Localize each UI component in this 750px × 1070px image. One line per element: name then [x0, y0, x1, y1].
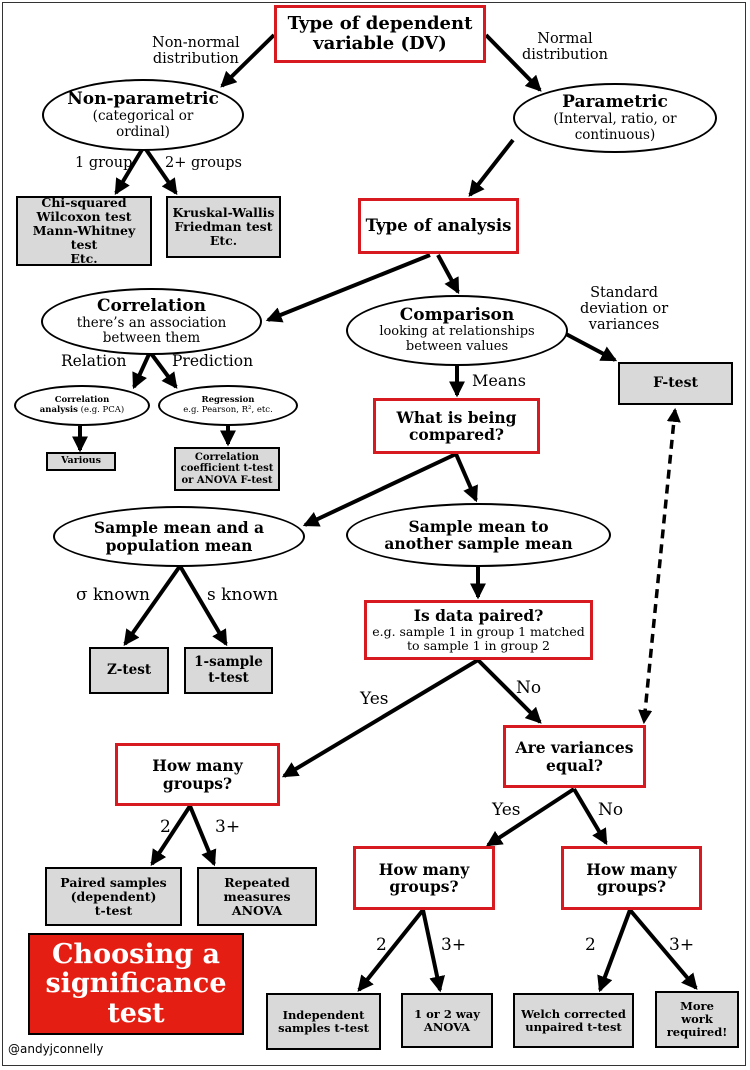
prediction-label: Prediction — [172, 352, 254, 370]
arrow-variances-to-how-many-unequal — [572, 787, 608, 846]
regression-node: Regression e.g. Pearson, R², etc. — [158, 385, 298, 426]
correlation-node: Correlation there’s an association betwe… — [41, 288, 262, 355]
arrow-variances-to-how-many-equal — [485, 787, 576, 847]
root-node: Type of dependent variable (DV) — [274, 5, 486, 63]
relation-label: Relation — [61, 352, 127, 370]
comparison-node: Comparison looking at relationships betw… — [346, 295, 568, 366]
s-known-label: s known — [207, 585, 279, 605]
var-yes-label: Yes — [492, 800, 521, 820]
sigma-known-label: σ known — [76, 585, 150, 605]
ftest-box: F-test — [618, 362, 733, 405]
paired-samples-ttest-box: Paired samples(dependent)t-test — [45, 867, 182, 926]
arrow-what-to-sample-sample — [454, 453, 478, 503]
two-plus-groups-label: 2+ groups — [165, 155, 242, 171]
arrow-paired-to-variances — [476, 658, 542, 724]
paired-three-label: 3+ — [215, 817, 241, 837]
arrow-correlation-to-corr-analysis — [132, 351, 152, 390]
arrow-parametric-to-analysis — [468, 138, 515, 197]
arrow-equal-to-independent — [357, 908, 425, 992]
parametric-sub2: continuous) — [574, 126, 656, 143]
arrow-nonparametric-to-two-groups — [143, 146, 178, 195]
paired-no-label: No — [516, 678, 542, 698]
author-credit: @andyjconnelly — [8, 1042, 104, 1056]
var-no-label: No — [598, 800, 624, 820]
arrow-root-to-parametric — [484, 33, 542, 92]
nonparametric-title: Non-parametric — [67, 89, 219, 110]
arrow-how-many-to-paired-samples — [150, 804, 192, 867]
parametric-node: Parametric (Interval, ratio, or continuo… — [513, 83, 717, 153]
arrow-what-to-sample-pop — [302, 452, 457, 527]
arrow-analysis-to-comparison — [436, 254, 460, 295]
type-of-analysis-node: Type of analysis — [358, 198, 519, 254]
root-line2: variable (DV) — [313, 33, 447, 54]
parametric-sub1: (Interval, ratio, or — [553, 111, 677, 128]
ztest-box: Z-test — [89, 647, 169, 694]
unequal-two-label: 2 — [585, 935, 596, 955]
arrow-sample-pop-to-ztest — [123, 564, 182, 646]
arrow-unequal-to-welch — [597, 909, 632, 993]
is-data-paired-node: Is data paired? e.g. sample 1 in group 1… — [364, 600, 593, 660]
nonparametric-sub2: ordinal) — [116, 123, 170, 140]
arrow-root-to-nonparametric — [220, 33, 276, 88]
arrow-correlation-to-regression — [148, 350, 178, 389]
paired-two-label: 2 — [160, 817, 171, 837]
paired-yes-label: Yes — [360, 689, 389, 709]
arrow-paired-to-how-many — [281, 658, 480, 778]
arrow-ftest-variances-dashed — [638, 407, 681, 725]
arrow-analysis-to-correlation — [265, 253, 431, 323]
root-line1: Type of dependent — [287, 12, 473, 34]
unequal-three-label: 3+ — [669, 935, 695, 955]
arrow-sample-pop-to-one-sample — [178, 564, 228, 647]
arrow-nonparametric-to-one-group — [114, 146, 145, 196]
equal-two-label: 2 — [376, 935, 387, 955]
various-box: Various — [46, 452, 116, 471]
arrow-comparison-to-ftest — [565, 332, 618, 362]
means-label: Means — [472, 371, 526, 390]
nonparametric-sub1: (categorical or — [92, 108, 194, 125]
arrow-how-many-to-repeated — [188, 805, 217, 867]
one-group-label: 1 group — [75, 155, 133, 171]
correlation-analysis-node: Correlation analysis (e.g. PCA) — [14, 385, 150, 426]
arrow-equal-to-anova — [421, 909, 445, 993]
nonparametric-node: Non-parametric (categorical or ordinal) — [42, 79, 244, 151]
equal-three-label: 3+ — [441, 935, 467, 955]
parametric-title: Parametric — [562, 92, 668, 113]
arrow-unequal-to-more-work — [628, 908, 698, 990]
